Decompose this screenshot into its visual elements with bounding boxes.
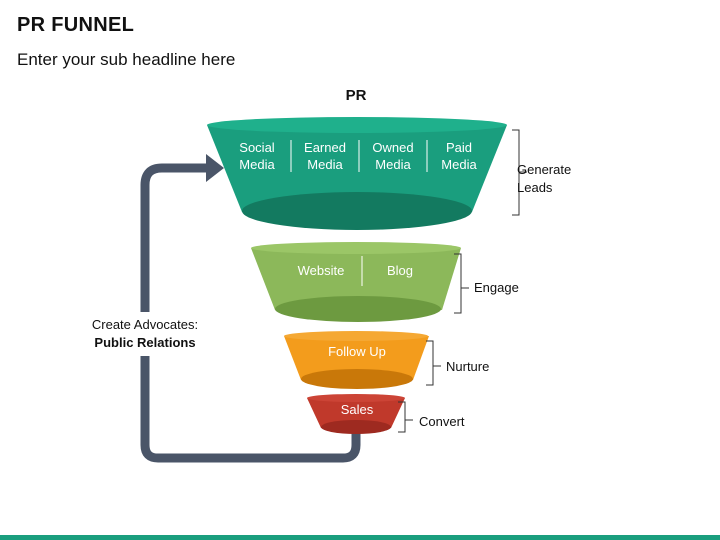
stage-item-paid-media-2: Media (441, 157, 477, 172)
bracket-nurture (426, 340, 434, 386)
bracket-engage (454, 253, 462, 314)
stage-item-social-media-1: Social (239, 140, 275, 155)
stage-label-generate: Generate (517, 162, 571, 177)
funnel-stage-nurture: Follow Up (284, 331, 429, 389)
stage-item-website: Website (298, 263, 345, 278)
advocacy-loop-arrow (140, 163, 361, 463)
stage-item-owned-media-1: Owned (372, 140, 413, 155)
funnel-stage-engage: Website Blog (251, 242, 461, 322)
bracket-convert (398, 401, 406, 433)
stage-item-sales: Sales (341, 402, 374, 417)
stage-label-convert: Convert (419, 414, 465, 429)
funnel-stage-convert: Sales (307, 394, 405, 434)
stage-label-nurture: Nurture (446, 359, 489, 374)
stage-item-blog: Blog (387, 263, 413, 278)
funnel-label: PR (346, 87, 367, 104)
stage-item-earned-media-1: Earned (304, 140, 346, 155)
stage-item-follow-up: Follow Up (328, 344, 386, 359)
stage-item-earned-media-2: Media (307, 157, 343, 172)
footer-accent-bar (0, 535, 720, 540)
page-title: PR FUNNEL (17, 14, 135, 36)
page-subtitle: Enter your sub headline here (17, 50, 236, 69)
arrow-head-icon (206, 154, 224, 182)
funnel-stage-generate-leads: Social Media Earned Media Owned Media Pa… (207, 117, 507, 230)
stage-item-paid-media-1: Paid (446, 140, 472, 155)
loop-label-line1: Create Advocates: (92, 317, 198, 332)
stage-item-owned-media-2: Media (375, 157, 411, 172)
stage-label-leads: Leads (517, 180, 553, 195)
stage-label-engage: Engage (474, 280, 519, 295)
stage-item-social-media-2: Media (239, 157, 275, 172)
loop-label-line2: Public Relations (94, 335, 195, 350)
